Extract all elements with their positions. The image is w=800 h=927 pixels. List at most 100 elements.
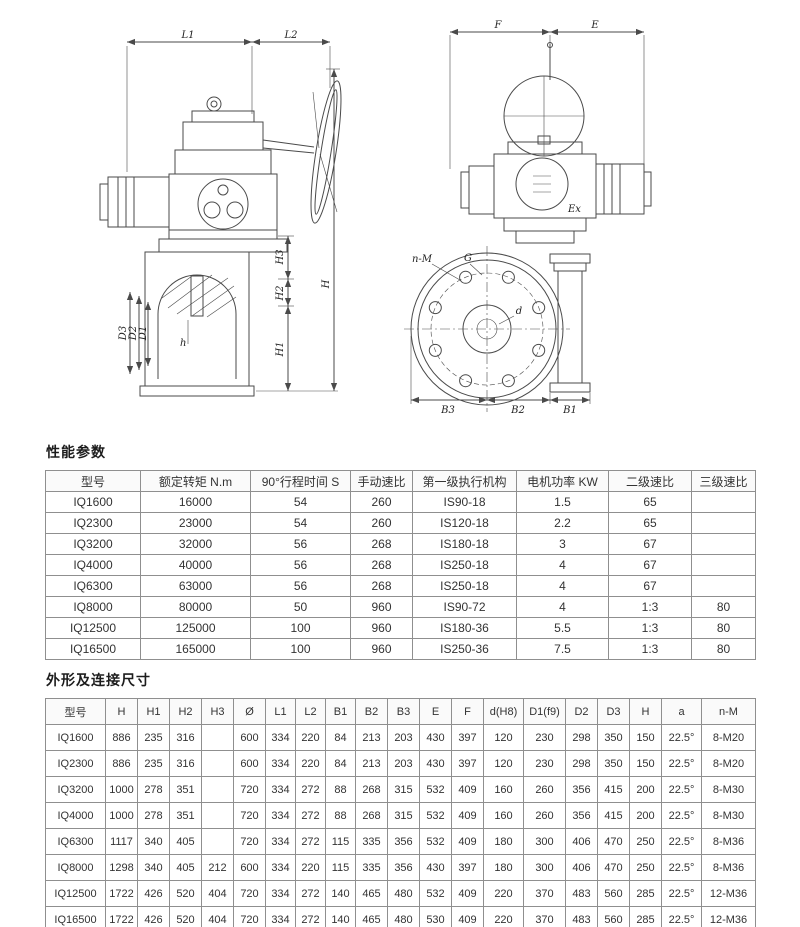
column-header: 90°行程时间 S: [250, 470, 351, 492]
table-cell: 334: [265, 750, 296, 777]
column-header: H2: [169, 698, 202, 725]
table-cell: 300: [523, 828, 566, 855]
table-cell: 8-M30: [701, 776, 756, 803]
table-cell: 1722: [105, 906, 138, 927]
column-header: Ø: [233, 698, 266, 725]
table-cell: 480: [387, 880, 420, 907]
table-cell: 268: [355, 802, 388, 829]
table-cell: 483: [565, 880, 598, 907]
table-cell: 430: [419, 750, 452, 777]
column-header: 第一级执行机构: [412, 470, 517, 492]
table-cell: 278: [137, 802, 170, 829]
table-cell: 1.5: [516, 491, 609, 513]
table-cell: 22.5°: [661, 828, 702, 855]
table-cell: 532: [419, 880, 452, 907]
table-cell: 120: [483, 724, 524, 751]
table-cell: 520: [169, 880, 202, 907]
table-cell: 272: [295, 880, 326, 907]
dim-label-h2: H2: [275, 285, 286, 301]
table-cell: 3: [516, 533, 609, 555]
table-cell: 350: [597, 750, 630, 777]
table-cell: 140: [325, 880, 356, 907]
table-cell: [201, 724, 234, 751]
table-cell: 1:3: [608, 617, 692, 639]
column-header: 额定转矩 N.m: [140, 470, 251, 492]
table-cell: [201, 750, 234, 777]
column-header: 三级速比: [691, 470, 756, 492]
table-cell: 23000: [140, 512, 251, 534]
table-cell: 334: [265, 854, 296, 881]
table-cell: 334: [265, 880, 296, 907]
table-cell: 430: [419, 724, 452, 751]
dim-label-h1: H1: [275, 341, 286, 357]
table-cell: 7.5: [516, 638, 609, 660]
table-cell: IS120-18: [412, 512, 517, 534]
table-cell: 370: [523, 880, 566, 907]
table-cell: 67: [608, 575, 692, 597]
column-header: H3: [201, 698, 234, 725]
table-cell: 1722: [105, 880, 138, 907]
table-cell: 40000: [140, 554, 251, 576]
table-cell: IS180-18: [412, 533, 517, 555]
table-cell: [691, 491, 756, 513]
table-cell: IQ4000: [45, 802, 106, 829]
table-cell: 720: [233, 880, 266, 907]
table-cell: 100: [250, 617, 351, 639]
table-cell: 886: [105, 750, 138, 777]
table-cell: 150: [629, 724, 662, 751]
table-cell: 1000: [105, 776, 138, 803]
table-cell: IQ8000: [45, 596, 141, 618]
dim-label-stem-h: h: [180, 338, 186, 349]
dim-label-h: H: [321, 279, 332, 289]
drawing-front-and-flange-view: F E n-M G d B3 B2 B1 Ex: [404, 20, 652, 416]
table-cell: 530: [419, 906, 452, 927]
column-header: n-M: [701, 698, 756, 725]
table-cell: 22.5°: [661, 880, 702, 907]
table-cell: 340: [137, 828, 170, 855]
table-cell: 316: [169, 724, 202, 751]
table-cell: 220: [295, 854, 326, 881]
table-cell: 88: [325, 776, 356, 803]
table-cell: 335: [355, 828, 388, 855]
table-cell: 268: [355, 776, 388, 803]
table-cell: 65: [608, 512, 692, 534]
column-header: D1(f9): [523, 698, 566, 725]
table-cell: IQ2300: [45, 750, 106, 777]
table-cell: 212: [201, 854, 234, 881]
table-cell: 22.5°: [661, 802, 702, 829]
table-cell: 260: [523, 776, 566, 803]
table-cell: 404: [201, 906, 234, 927]
table-cell: 56: [250, 533, 351, 555]
table-cell: 465: [355, 880, 388, 907]
table-cell: 600: [233, 854, 266, 881]
table-cell: 720: [233, 802, 266, 829]
table-cell: 272: [295, 828, 326, 855]
table-cell: 63000: [140, 575, 251, 597]
table-cell: 250: [629, 828, 662, 855]
table-cell: 298: [565, 724, 598, 751]
table-cell: 409: [451, 828, 484, 855]
table-cell: IQ16500: [45, 906, 106, 927]
table-cell: 334: [265, 776, 296, 803]
table-cell: IQ1600: [45, 724, 106, 751]
table-cell: 356: [387, 854, 420, 881]
table-cell: 406: [565, 854, 598, 881]
table-cell: 4: [516, 554, 609, 576]
table-cell: IQ16500: [45, 638, 141, 660]
table-cell: 415: [597, 776, 630, 803]
table-cell: 351: [169, 776, 202, 803]
table-cell: 80: [691, 638, 756, 660]
table-cell: 8-M20: [701, 724, 756, 751]
table-cell: 140: [325, 906, 356, 927]
table-cell: 483: [565, 906, 598, 927]
table-cell: 397: [451, 750, 484, 777]
table-cell: 250: [629, 854, 662, 881]
table-cell: 272: [295, 802, 326, 829]
table-cell: 272: [295, 906, 326, 927]
